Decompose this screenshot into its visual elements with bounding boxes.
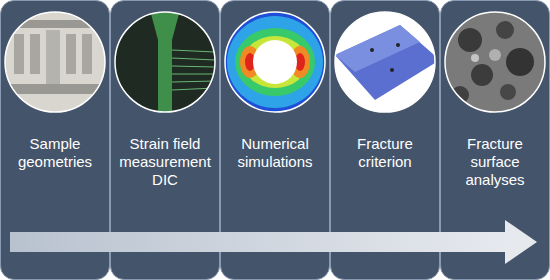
dic-image (110, 0, 220, 120)
step-label: Numerical simulations (226, 135, 324, 171)
step-label: Fracture criterion (336, 135, 434, 171)
fem-contour (220, 0, 330, 120)
sample-photo (0, 0, 110, 120)
criterion-surface (330, 0, 440, 120)
step-label: Fracture surface analyses (446, 135, 544, 189)
step-label: Strain field measurement DIC (116, 135, 214, 189)
step-label: Sample geometries (6, 135, 104, 171)
process-arrow (10, 220, 537, 264)
sem-image (440, 0, 550, 120)
